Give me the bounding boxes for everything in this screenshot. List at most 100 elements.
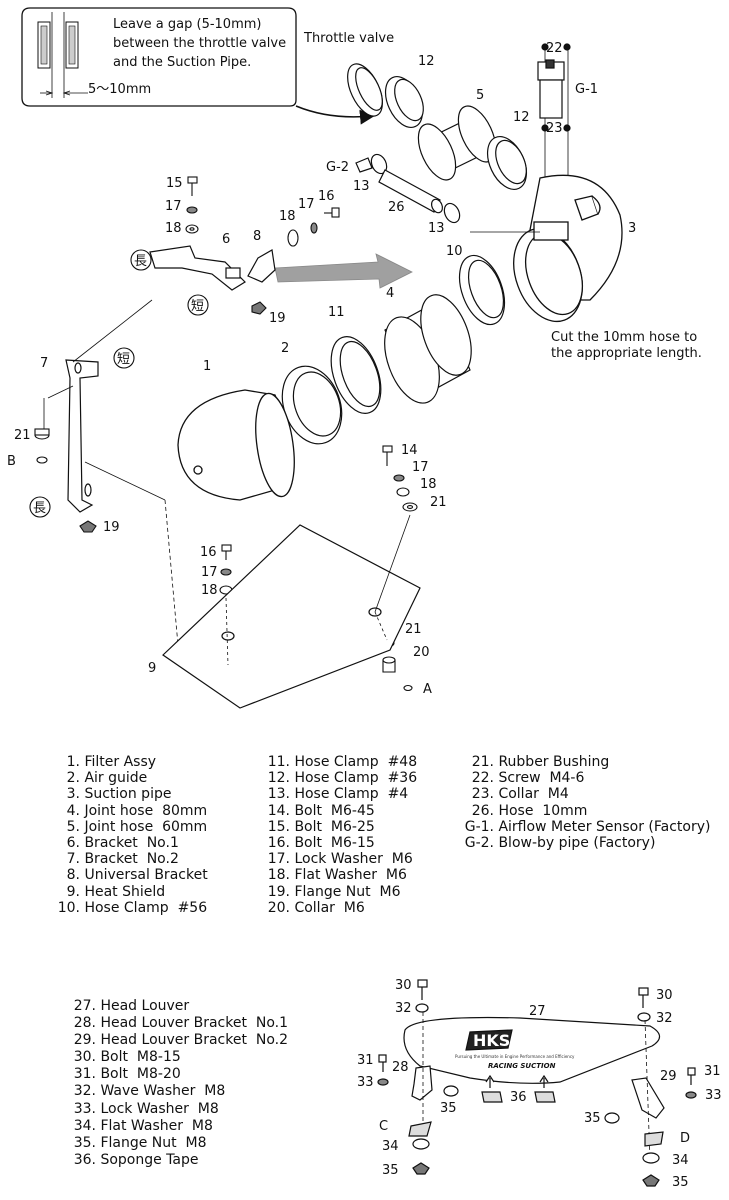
callout-13: 13 [428,221,445,236]
callout-30: 30 [395,978,412,993]
list-item: 17. Lock Washer M6 [267,851,413,868]
callout-8: 8 [253,229,261,244]
gap-note-line-3: and the Suction Pipe. [113,55,251,70]
callout-19: 19 [103,520,120,535]
callout-12: 12 [513,110,530,125]
list-item: 21. Rubber Bushing [471,754,610,770]
callout-2: 2 [281,341,289,356]
callout-18: 18 [279,209,296,224]
callout-5: 5 [476,88,484,103]
list-item: 31. Bolt M8-20 [73,1066,181,1083]
callout-3: 3 [628,221,636,236]
list-item: 2. Air guide [66,770,148,787]
callout-g2: G-2 [326,160,349,175]
callout-23: 23 [546,121,563,136]
hks-logo: HKS [473,1031,510,1050]
list-item: G-2. Blow-by pipe (Factory) [464,835,656,852]
gap-note-line-2: between the throttle valve [113,36,286,51]
callout-21: 21 [14,428,31,443]
callout-35: 35 [382,1163,399,1178]
list-item: 12. Hose Clamp #36 [267,770,418,787]
parts-list-4: 27. Head Louver 28. Head Louver Bracket … [70,998,288,1169]
callout-35: 35 [440,1101,457,1116]
callout-19: 19 [269,311,286,326]
callout-27: 27 [529,1004,546,1019]
callout-21: 21 [430,495,447,510]
callout-12: 12 [418,54,435,69]
list-item: 14. Bolt M6-45 [267,802,375,819]
list-item: 11. Hose Clamp #48 [267,754,418,770]
kanji-short-mark: 短 [191,299,204,314]
list-item: 16. Bolt M6-15 [267,835,375,852]
list-item: 6. Bracket No.1 [66,835,179,852]
head-louver-assembly: HKS Pursuing the Ultimate in Engine Perf… [377,979,697,1187]
callout-1: 1 [203,359,211,374]
parts-list-1: 1. Filter Assy 2. Air guide 3. Suction p… [52,754,208,916]
callout-17: 17 [412,460,429,475]
callout-26: 26 [388,200,405,215]
callout-30: 30 [656,988,673,1003]
list-item: 29. Head Louver Bracket No.2 [73,1032,289,1049]
callout-32: 32 [656,1011,673,1026]
callout-17: 17 [165,199,182,214]
callout-35: 35 [584,1111,601,1126]
throttle-valve-label: Throttle valve [303,31,394,46]
callout-20: 20 [413,645,430,660]
list-item: 28. Head Louver Bracket No.1 [73,1015,289,1032]
gap-pipe-illustration [37,12,88,98]
callout-29: 29 [660,1069,677,1084]
throttle-side-hose-assembly [347,63,528,190]
callout-31: 31 [357,1053,374,1068]
brand-product: RACING SUCTION [488,1062,556,1070]
joint-hose-pointer-arrow [274,253,413,289]
list-item: 7. Bracket No.2 [66,851,179,868]
list-item: 26. Hose 10mm [471,802,588,819]
hardware [34,176,418,692]
callout-33: 33 [357,1075,374,1090]
callout-11: 11 [328,305,345,320]
gap-dimension: 5～10mm [88,82,151,97]
list-item: 33. Lock Washer M8 [73,1100,219,1117]
gap-note-line-1: Leave a gap (5-10mm) [113,17,261,32]
callout-15: 15 [166,176,183,191]
callout-32: 32 [395,1001,412,1016]
list-item: 35. Flange Nut M8 [73,1134,207,1151]
list-item: 19. Flange Nut M6 [267,883,401,900]
callout-28: 28 [392,1060,409,1075]
callout-16: 16 [318,189,335,204]
callout-6: 6 [222,232,230,247]
cut-hose-note-2: the appropriate length. [551,346,702,361]
kanji-long-mark: 長 [33,501,46,516]
callout-A: A [423,682,432,697]
callout-13: 13 [353,179,370,194]
callout-B: B [7,454,16,469]
callout-4: 4 [386,286,394,301]
callout-9: 9 [148,661,156,676]
list-item: 30. Bolt M8-15 [73,1049,181,1066]
filter-assy [177,389,295,501]
callout-21: 21 [405,622,422,637]
list-item: 27. Head Louver [73,998,190,1014]
list-item: 36. Soponge Tape [73,1151,199,1168]
cut-hose-note-1: Cut the 10mm hose to [551,330,697,345]
callout-7: 7 [40,356,48,371]
callout-34: 34 [672,1153,689,1168]
list-item: G-1. Airflow Meter Sensor (Factory) [464,818,711,835]
callout-17: 17 [201,565,218,580]
callout-33: 33 [705,1088,722,1103]
callout-D: D [680,1131,690,1146]
callout-18: 18 [165,221,182,236]
callout-18: 18 [201,583,218,598]
parts-list-3: 21. Rubber Bushing 22. Screw M4-6 23. Co… [460,754,711,852]
list-item: 8. Universal Bracket [66,867,208,884]
heat-shield [162,514,421,709]
callout-35: 35 [672,1175,689,1190]
callout-C: C [379,1119,388,1134]
kanji-marks: 長 短 短 長 [29,249,209,518]
list-item: 1. Filter Assy [66,754,157,770]
callout-labels: 12 5 12 22 G-1 23 G-2 13 26 13 3 15 17 1… [7,41,722,1190]
list-item: 22. Screw M4-6 [471,770,585,787]
intake-hose-assembly [281,254,506,445]
list-item: 9. Heat Shield [66,883,166,900]
callout-g1: G-1 [575,82,598,97]
